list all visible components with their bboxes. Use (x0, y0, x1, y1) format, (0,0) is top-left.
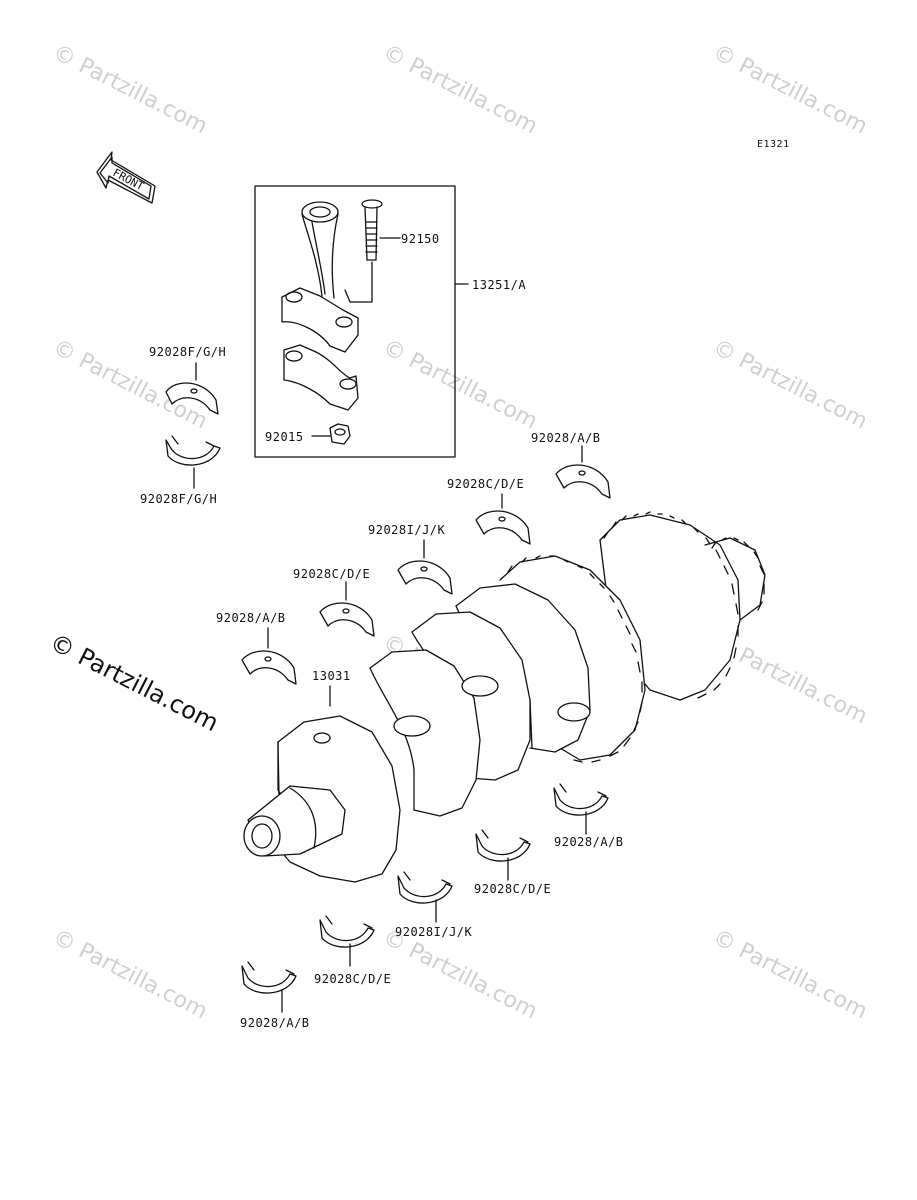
main-bearing-lower-3 (397, 871, 453, 904)
conrod-bearing-lower (165, 435, 221, 466)
callout-13251-A[interactable]: 13251/A (472, 278, 527, 292)
nut-92015 (329, 423, 351, 445)
callout-main-lower-5[interactable]: 92028/A/B (554, 835, 624, 849)
main-bearing-lower-1 (241, 961, 297, 994)
bolt-92150 (361, 199, 383, 261)
diagram-code: E1321 (757, 139, 790, 150)
conrod-cap (283, 344, 359, 411)
callout-main-upper-3[interactable]: 92028I/J/K (368, 523, 446, 537)
front-arrow-icon: FRONT (96, 151, 156, 204)
main-bearing-upper-4 (475, 510, 531, 545)
callout-main-upper-1[interactable]: 92028/A/B (216, 611, 286, 625)
leader-bolt-rod (344, 261, 373, 303)
callout-main-upper-2[interactable]: 92028C/D/E (293, 567, 371, 581)
crankshaft-13031 (243, 511, 766, 883)
main-bearing-lower-2 (319, 915, 375, 948)
conrod-assy-box (254, 185, 456, 458)
callout-92015[interactable]: 92015 (265, 430, 304, 444)
callout-main-lower-2[interactable]: 92028C/D/E (314, 972, 392, 986)
callout-main-lower-3[interactable]: 92028I/J/K (395, 925, 473, 939)
main-bearing-upper-2 (319, 602, 375, 637)
callout-main-upper-4[interactable]: 92028C/D/E (447, 477, 525, 491)
conrod-bearing-upper (165, 382, 219, 415)
main-bearing-lower-5 (553, 783, 609, 816)
callout-conrod-bearing-upper[interactable]: 92028F/G/H (149, 345, 227, 359)
connecting-rod (281, 201, 359, 353)
main-bearing-upper-1 (241, 650, 297, 685)
callout-conrod-bearing-lower[interactable]: 92028F/G/H (140, 492, 218, 506)
main-bearing-upper-3 (397, 560, 453, 595)
main-bearing-lower-4 (475, 829, 531, 862)
callout-92150[interactable]: 92150 (401, 232, 440, 246)
callout-main-lower-1[interactable]: 92028/A/B (240, 1016, 310, 1030)
callout-main-lower-4[interactable]: 92028C/D/E (474, 882, 552, 896)
callout-crankshaft[interactable]: 13031 (312, 669, 351, 683)
callout-main-upper-5[interactable]: 92028/A/B (531, 431, 601, 445)
main-bearing-upper-5 (555, 464, 611, 499)
